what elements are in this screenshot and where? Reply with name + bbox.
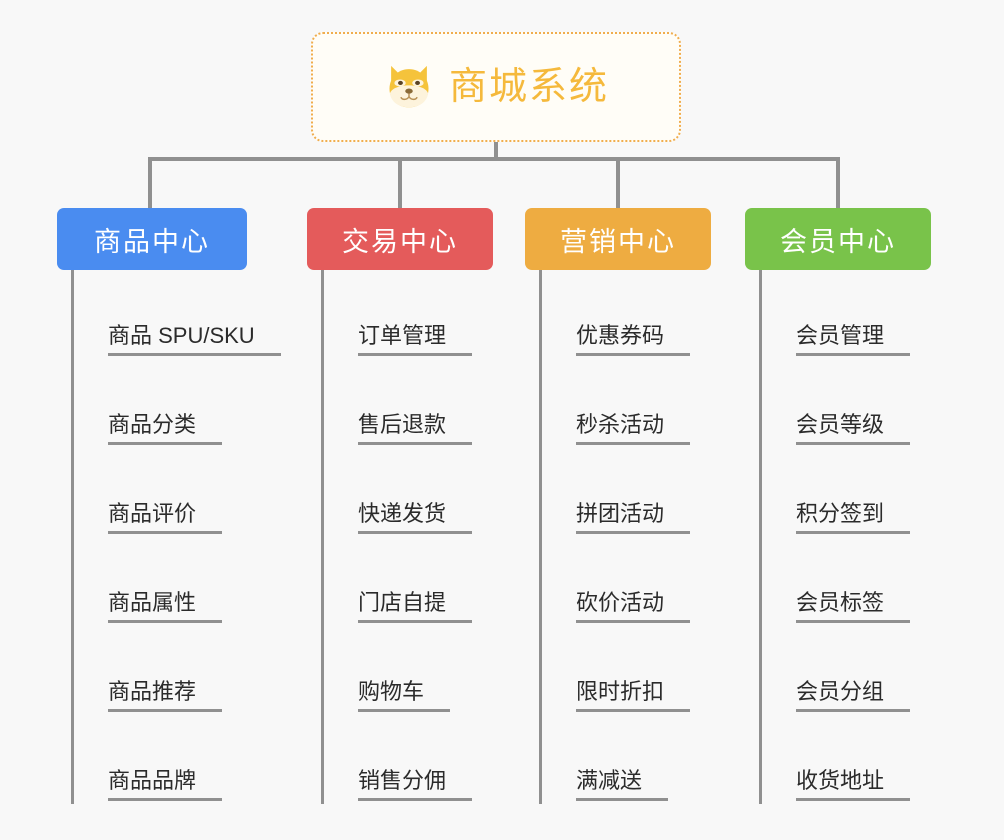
connector-drop-4 bbox=[836, 157, 840, 208]
leaf-label: 商品分类 bbox=[108, 412, 223, 445]
connector-drop-2 bbox=[398, 157, 402, 208]
leaf-label: 会员标签 bbox=[796, 590, 911, 623]
leaf-label: 商品品牌 bbox=[108, 768, 223, 801]
branch-column-2: 交易中心 订单管理 售后退款 快递发货 门店自提 购物车 销售分佣 bbox=[307, 208, 493, 804]
leaf-item[interactable]: 商品推荐 bbox=[74, 626, 247, 715]
branch-items-2: 订单管理 售后退款 快递发货 门店自提 购物车 销售分佣 bbox=[321, 270, 493, 804]
branch-items-3: 优惠券码 秒杀活动 拼团活动 砍价活动 限时折扣 满减送 bbox=[539, 270, 711, 804]
leaf-label: 满减送 bbox=[576, 768, 669, 801]
leaf-item[interactable]: 售后退款 bbox=[324, 359, 493, 448]
root-node[interactable]: 商城系统 bbox=[311, 32, 681, 142]
leaf-item[interactable]: 快递发货 bbox=[324, 448, 493, 537]
branch-column-4: 会员中心 会员管理 会员等级 积分签到 会员标签 会员分组 收货地址 bbox=[745, 208, 931, 804]
leaf-item[interactable]: 销售分佣 bbox=[324, 715, 493, 804]
leaf-item[interactable]: 会员标签 bbox=[762, 537, 931, 626]
connector-drop-3 bbox=[616, 157, 620, 208]
leaf-item[interactable]: 满减送 bbox=[542, 715, 711, 804]
leaf-label: 收货地址 bbox=[796, 768, 911, 801]
leaf-label: 销售分佣 bbox=[358, 768, 473, 801]
leaf-item[interactable]: 砍价活动 bbox=[542, 537, 711, 626]
leaf-item[interactable]: 会员管理 bbox=[762, 270, 931, 359]
leaf-item[interactable]: 会员分组 bbox=[762, 626, 931, 715]
leaf-label: 订单管理 bbox=[358, 323, 473, 356]
branch-header-4[interactable]: 会员中心 bbox=[745, 208, 931, 270]
branch-items-4: 会员管理 会员等级 积分签到 会员标签 会员分组 收货地址 bbox=[759, 270, 931, 804]
leaf-label: 秒杀活动 bbox=[576, 412, 691, 445]
leaf-label: 商品推荐 bbox=[108, 679, 223, 712]
leaf-item[interactable]: 商品分类 bbox=[74, 359, 247, 448]
leaf-label: 拼团活动 bbox=[576, 501, 691, 534]
leaf-item[interactable]: 优惠券码 bbox=[542, 270, 711, 359]
leaf-label: 购物车 bbox=[358, 679, 451, 712]
leaf-item[interactable]: 商品评价 bbox=[74, 448, 247, 537]
connector-horizontal-bus bbox=[148, 157, 840, 161]
leaf-label: 砍价活动 bbox=[576, 590, 691, 623]
branch-column-1: 商品中心 商品 SPU/SKU 商品分类 商品评价 商品属性 商品推荐 商品品牌 bbox=[57, 208, 281, 804]
leaf-item[interactable]: 会员等级 bbox=[762, 359, 931, 448]
connector-drop-1 bbox=[148, 157, 152, 208]
leaf-label: 商品评价 bbox=[108, 501, 223, 534]
leaf-label: 快递发货 bbox=[358, 501, 473, 534]
leaf-label: 积分签到 bbox=[796, 501, 911, 534]
leaf-label: 门店自提 bbox=[358, 590, 473, 623]
leaf-label: 会员等级 bbox=[796, 412, 911, 445]
branch-header-3[interactable]: 营销中心 bbox=[525, 208, 711, 270]
leaf-label: 售后退款 bbox=[358, 412, 473, 445]
leaf-label: 商品 SPU/SKU bbox=[108, 323, 281, 356]
leaf-item[interactable]: 积分签到 bbox=[762, 448, 931, 537]
leaf-label: 优惠券码 bbox=[576, 323, 691, 356]
leaf-item[interactable]: 购物车 bbox=[324, 626, 493, 715]
root-title: 商城系统 bbox=[448, 66, 609, 108]
leaf-item[interactable]: 订单管理 bbox=[324, 270, 493, 359]
branch-header-2[interactable]: 交易中心 bbox=[307, 208, 493, 270]
leaf-item[interactable]: 商品属性 bbox=[74, 537, 247, 626]
leaf-label: 限时折扣 bbox=[576, 679, 691, 712]
leaf-item[interactable]: 拼团活动 bbox=[542, 448, 711, 537]
leaf-label: 商品属性 bbox=[108, 590, 223, 623]
leaf-item[interactable]: 商品品牌 bbox=[74, 715, 247, 804]
leaf-item[interactable]: 商品 SPU/SKU bbox=[74, 270, 281, 359]
leaf-item[interactable]: 收货地址 bbox=[762, 715, 931, 804]
connector-root-stem bbox=[494, 142, 498, 159]
leaf-item[interactable]: 秒杀活动 bbox=[542, 359, 711, 448]
branch-header-1[interactable]: 商品中心 bbox=[57, 208, 247, 270]
leaf-label: 会员管理 bbox=[796, 323, 911, 356]
branch-items-1: 商品 SPU/SKU 商品分类 商品评价 商品属性 商品推荐 商品品牌 bbox=[71, 270, 281, 804]
branch-column-3: 营销中心 优惠券码 秒杀活动 拼团活动 砍价活动 限时折扣 满减送 bbox=[525, 208, 711, 804]
leaf-item[interactable]: 门店自提 bbox=[324, 537, 493, 626]
leaf-item[interactable]: 限时折扣 bbox=[542, 626, 711, 715]
leaf-label: 会员分组 bbox=[796, 679, 911, 712]
shiba-dog-face-icon bbox=[389, 65, 429, 108]
